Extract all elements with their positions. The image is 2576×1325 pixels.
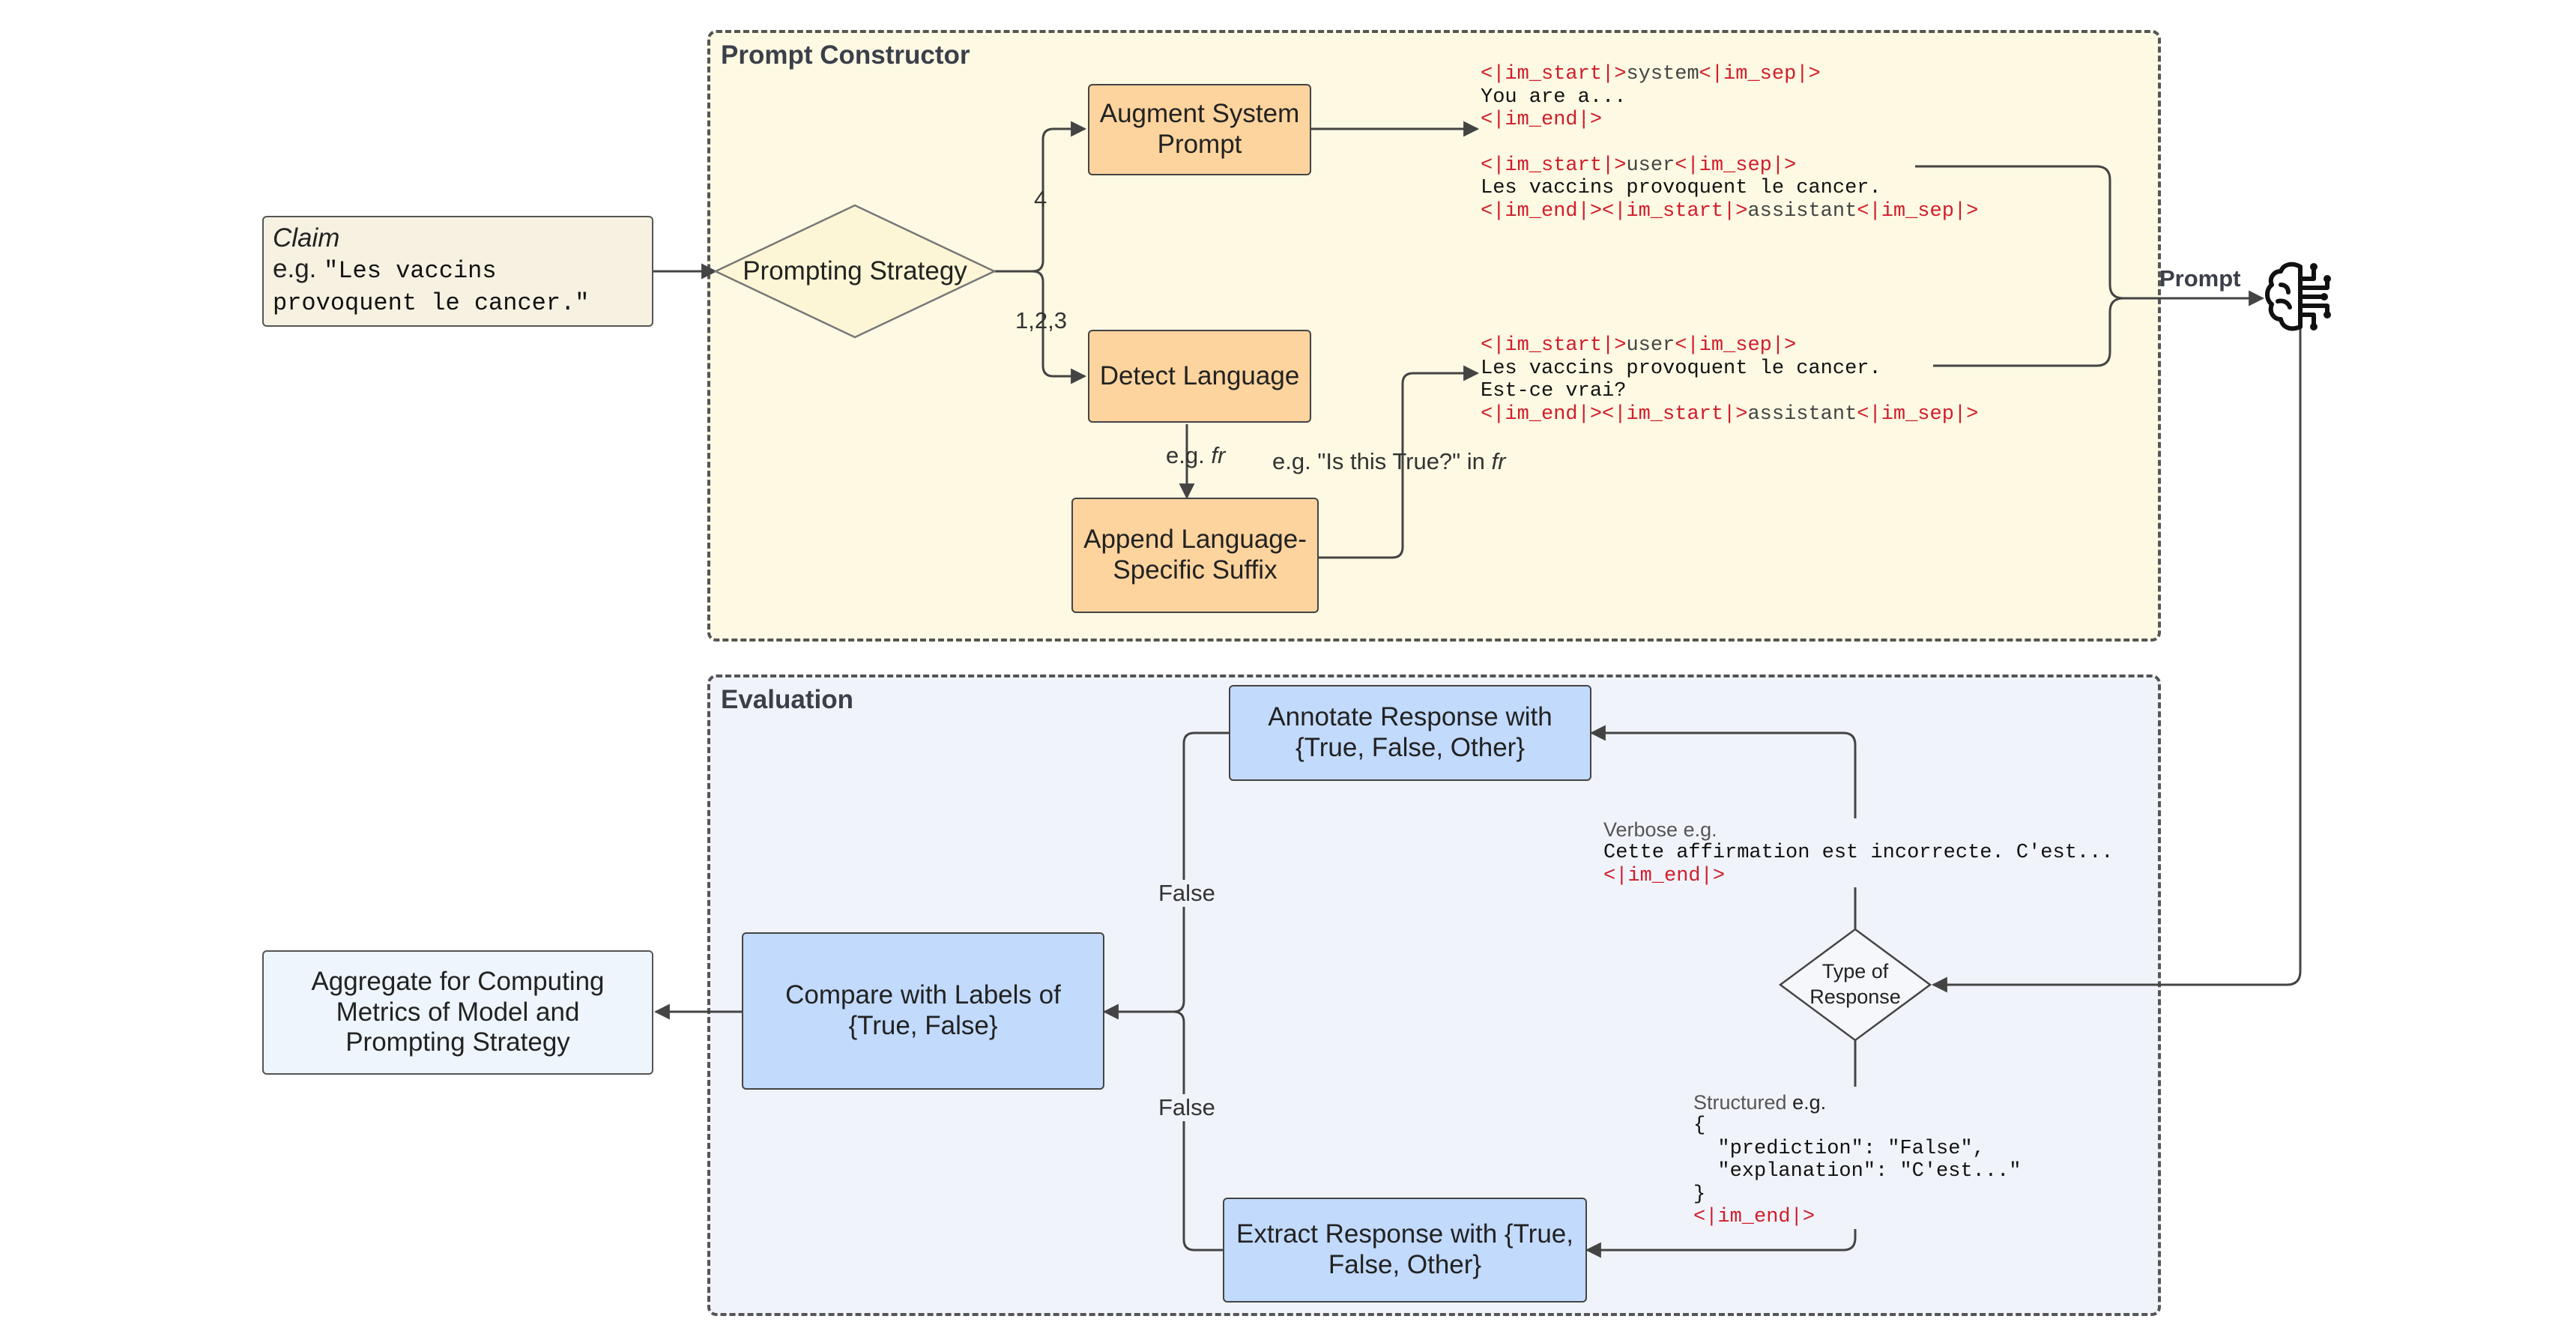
structured-line-4: } bbox=[1693, 1183, 1706, 1206]
prompt-label: Prompt bbox=[2159, 265, 2241, 292]
edge-template-a-merge bbox=[1915, 165, 2124, 300]
claim-title: Claim bbox=[273, 223, 340, 253]
structured-line-1: { bbox=[1693, 1114, 1706, 1137]
aggregate-node: Aggregate for Computing Metrics of Model… bbox=[262, 950, 653, 1075]
edge-strategy-detect bbox=[1032, 270, 1087, 384]
structured-line-2: "prediction": "False", bbox=[1693, 1137, 1985, 1160]
verbose-label: Verbose e.g. bbox=[1603, 818, 1717, 841]
edge-model-type bbox=[1931, 316, 2302, 993]
prompting-strategy-label: Prompting Strategy bbox=[743, 256, 967, 286]
edge-template-b-merge bbox=[1933, 297, 2124, 367]
structured-end-token: <|im_end|> bbox=[1693, 1206, 1815, 1228]
structured-heading: Structured e.g. bbox=[1693, 1091, 1827, 1114]
eg-fr-prefix: e.g. bbox=[1166, 442, 1212, 468]
chat-template-suffix: <|im_start|>user<|im_sep|>Les vaccins pr… bbox=[1481, 334, 1978, 426]
fr-italic-2: fr bbox=[1491, 448, 1506, 474]
verbose-text: Cette affirmation est incorrecte. C'est.… bbox=[1603, 842, 2114, 864]
annotate-response-node: Annotate Response with {True, False, Oth… bbox=[1229, 685, 1591, 781]
prompt-constructor-group: Prompt Constructor bbox=[707, 30, 2161, 642]
structured-line-3: "explanation": "C'est..." bbox=[1693, 1160, 2022, 1183]
prompting-strategy-diamond bbox=[713, 204, 997, 339]
claim-node: Claim e.g. "Les vaccins provoquent le ca… bbox=[262, 216, 653, 327]
template-b-line-4: <|im_end|><|im_start|>assistant<|im_sep|… bbox=[1481, 402, 1979, 426]
template-a-line-2: You are a... bbox=[1481, 85, 1627, 109]
chat-template-system: <|im_start|>system<|im_sep|>You are a...… bbox=[1481, 63, 1978, 223]
false-label-top: False bbox=[1158, 880, 1215, 907]
template-a-line-4: <|im_start|>user<|im_sep|> bbox=[1481, 154, 1797, 177]
edge-append-template bbox=[1319, 365, 1480, 559]
is-this-true-label: e.g. "Is this True?" in fr bbox=[1272, 448, 1505, 475]
verbose-example: Verbose e.g.Cette affirmation est incorr… bbox=[1603, 818, 2114, 887]
is-this-true-prefix: e.g. "Is this True?" in bbox=[1272, 448, 1492, 474]
edge-annotate-compare bbox=[1102, 731, 1229, 1020]
extract-response-node: Extract Response with {True, False, Othe… bbox=[1223, 1198, 1587, 1303]
template-a-line-6: <|im_end|><|im_start|>assistant<|im_sep|… bbox=[1481, 199, 1979, 223]
claim-example: "Les vaccins provoquent le cancer." bbox=[273, 257, 590, 317]
template-a-line-3: <|im_end|> bbox=[1481, 109, 1603, 131]
brain-circuit-icon bbox=[2265, 262, 2331, 331]
template-b-line-3: Est-ce vrai? bbox=[1481, 380, 1627, 402]
branch-label-4: 4 bbox=[1034, 186, 1047, 212]
evaluation-title: Evaluation bbox=[721, 685, 853, 714]
claim-eg: e.g. bbox=[273, 254, 324, 283]
type-of-response-diamond bbox=[1778, 928, 1932, 1042]
template-a-line-1: <|im_start|>system<|im_sep|> bbox=[1481, 63, 1821, 85]
verbose-end-token: <|im_end|> bbox=[1603, 864, 1726, 887]
fr-italic: fr bbox=[1211, 442, 1226, 468]
prompt-constructor-title: Prompt Constructor bbox=[721, 40, 970, 70]
template-a-line-5: Les vaccins provoquent le cancer. bbox=[1481, 177, 1881, 199]
augment-system-prompt-node: Augment System Prompt bbox=[1088, 84, 1311, 175]
edge-extract-compare bbox=[1173, 1010, 1223, 1252]
eg-fr-label: e.g. fr bbox=[1166, 442, 1225, 469]
claim-text: e.g. "Les vaccins provoquent le cancer." bbox=[273, 253, 643, 318]
type-of-response-label: Type of Response bbox=[1809, 960, 1901, 1008]
append-suffix-node: Append Language-Specific Suffix bbox=[1071, 498, 1319, 613]
template-b-line-1: <|im_start|>user<|im_sep|> bbox=[1481, 334, 1797, 357]
edge-structured-extract bbox=[1585, 1226, 1857, 1258]
template-b-line-2: Les vaccins provoquent le cancer. bbox=[1481, 357, 1881, 380]
edge-verbose-annotate bbox=[1589, 725, 1857, 818]
compare-labels-node: Compare with Labels of {True, False} bbox=[742, 932, 1104, 1090]
false-label-bottom: False bbox=[1158, 1094, 1215, 1121]
detect-language-node: Detect Language bbox=[1088, 330, 1311, 423]
branch-label-123: 1,2,3 bbox=[1015, 307, 1067, 333]
structured-example: Structured e.g.{ "prediction": "False", … bbox=[1693, 1091, 2022, 1229]
